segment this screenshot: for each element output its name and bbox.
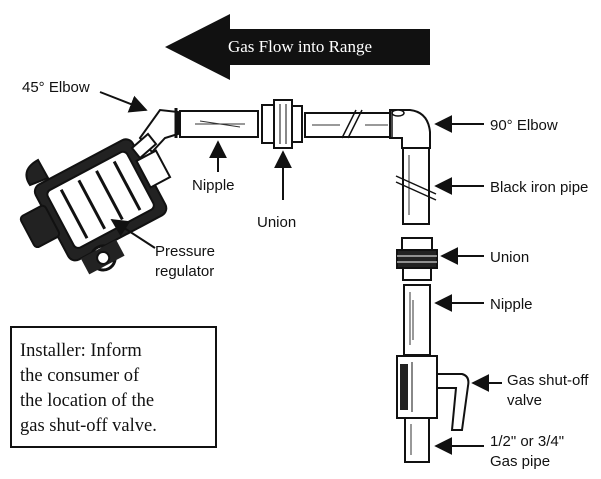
- gas-pipe-bottom: [404, 417, 430, 463]
- gas-flow-arrow: Gas Flow into Range: [165, 14, 430, 80]
- nipple-right-pipe: [403, 284, 431, 356]
- union-top-fitting: [261, 99, 303, 149]
- label-union-right: Union: [490, 249, 529, 266]
- gas-flow-label: Gas Flow into Range: [228, 37, 372, 56]
- label-union-top: Union: [257, 214, 296, 231]
- horizontal-pipe: [304, 109, 394, 139]
- gas-shutoff-valve: [396, 355, 470, 431]
- label-gas-pipe-2: Gas pipe: [490, 453, 550, 470]
- label-gas-shutoff-1: Gas shut-off: [507, 372, 589, 389]
- note-line-2: the consumer of: [20, 366, 140, 386]
- nipple-top-pipe: [179, 110, 259, 138]
- installer-note-box: Installer: Inform the consumer of the lo…: [10, 326, 217, 448]
- label-gas-shutoff-2: valve: [507, 392, 542, 409]
- black-iron-pipe: [395, 147, 437, 225]
- label-pressure-regulator-2: regulator: [155, 263, 214, 280]
- label-gas-pipe-1: 1/2" or 3/4": [490, 433, 564, 450]
- union-right-fitting: [396, 237, 438, 281]
- label-nipple-right: Nipple: [490, 296, 533, 313]
- label-90-elbow: 90° Elbow: [490, 117, 558, 134]
- note-line-3: the location of the: [20, 391, 154, 411]
- elbow-90-fitting: [389, 109, 431, 149]
- note-line-4: gas shut-off valve.: [20, 416, 157, 436]
- note-line-1: Installer: Inform: [20, 341, 142, 361]
- label-black-iron-pipe: Black iron pipe: [490, 179, 588, 196]
- elbow-45-fitting: [130, 108, 179, 160]
- label-nipple-top: Nipple: [192, 177, 235, 194]
- label-pressure-regulator-1: Pressure: [155, 243, 215, 260]
- label-45-elbow: 45° Elbow: [22, 79, 90, 96]
- leader-arrows: [99, 91, 502, 455]
